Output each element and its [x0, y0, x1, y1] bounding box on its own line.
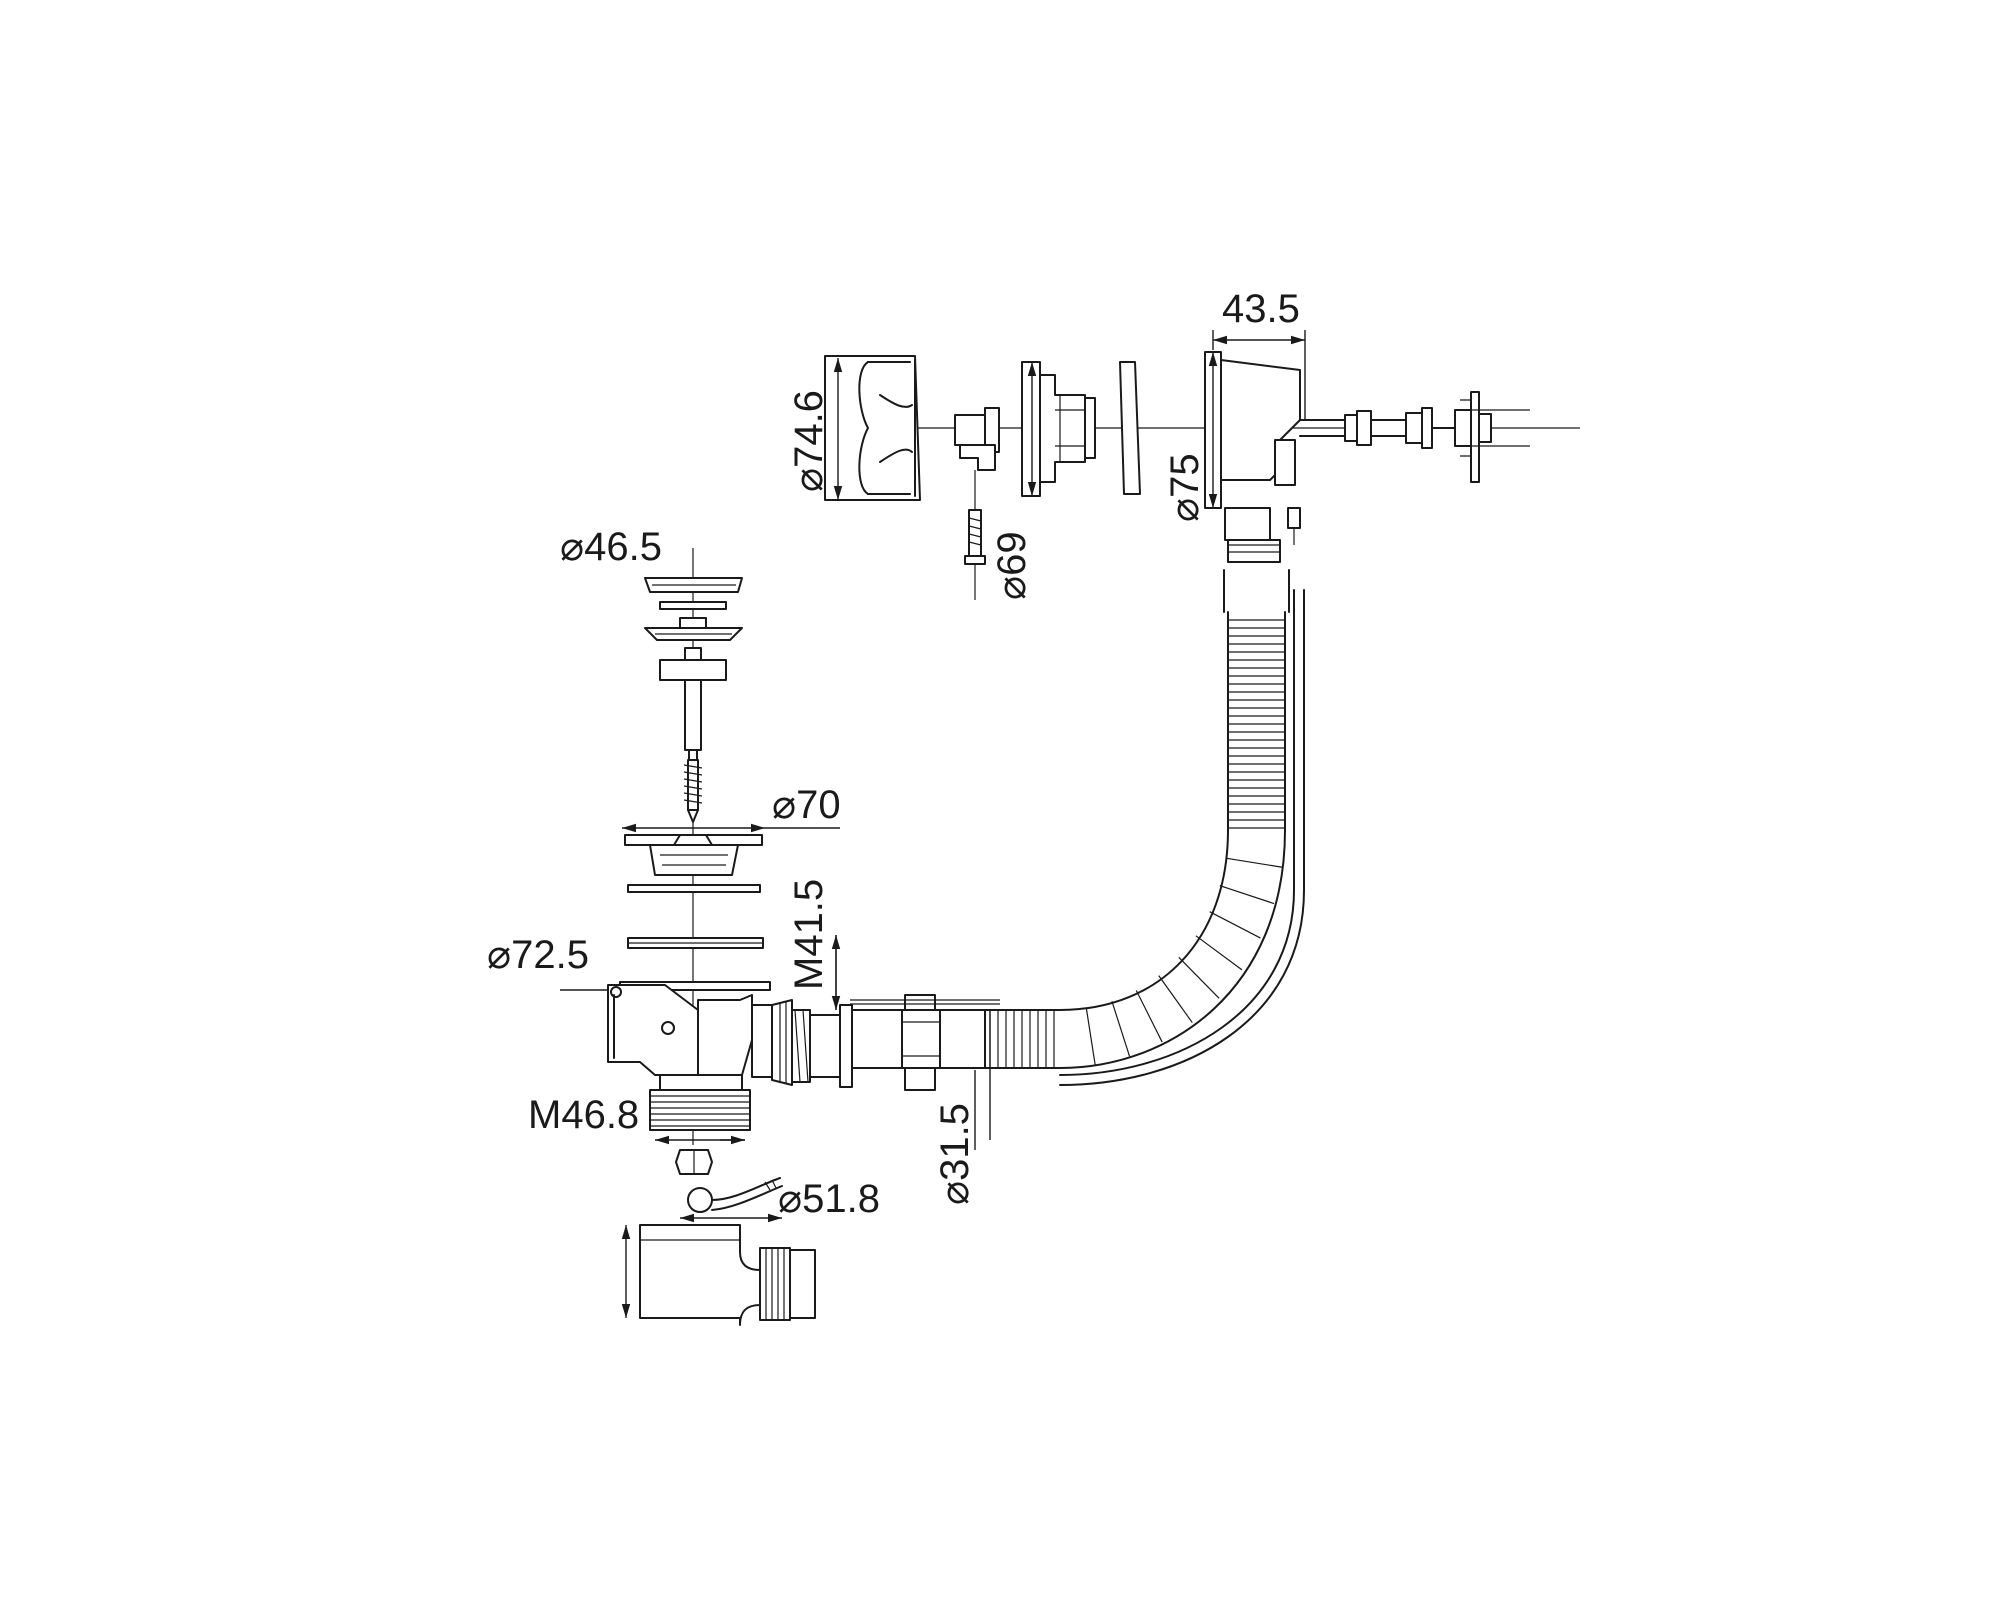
label-d72-5: ⌀72.5 [487, 933, 589, 977]
overflow-cover [824, 355, 921, 501]
label-d31-5: ⌀31.5 [933, 1103, 977, 1205]
plug-cap [644, 577, 743, 763]
overflow-adapter [954, 407, 1000, 510]
label-d51-8: ⌀51.8 [778, 1177, 880, 1221]
label-m46-8: M46.8 [528, 1093, 639, 1137]
plug-spring [683, 759, 703, 823]
overflow-body [1204, 351, 1301, 563]
label-d46-5: ⌀46.5 [560, 525, 662, 569]
label-m41-5: M41.5 [787, 879, 831, 990]
waste-body [607, 981, 853, 1145]
overflow-flange [1021, 361, 1096, 497]
trap [621, 1224, 816, 1326]
label-d74-6: ⌀74.6 [787, 390, 831, 492]
trap-clip [680, 1177, 783, 1223]
strainer [622, 823, 765, 893]
dim-43-5 [1212, 330, 1306, 420]
label-d75: ⌀75 [1163, 453, 1207, 522]
overflow-rod [1299, 391, 1530, 483]
label-d70: ⌀70 [772, 783, 841, 827]
overflow-gasket [1119, 361, 1141, 495]
overflow-screw [964, 509, 986, 600]
connector-pipe [850, 994, 1000, 1150]
label-43-5: 43.5 [1222, 287, 1300, 331]
flexible-hose [984, 569, 1305, 1086]
leader-lines [560, 827, 840, 991]
label-d69: ⌀69 [990, 531, 1034, 600]
waste-washer [627, 937, 764, 949]
trap-bolt [675, 1149, 713, 1175]
